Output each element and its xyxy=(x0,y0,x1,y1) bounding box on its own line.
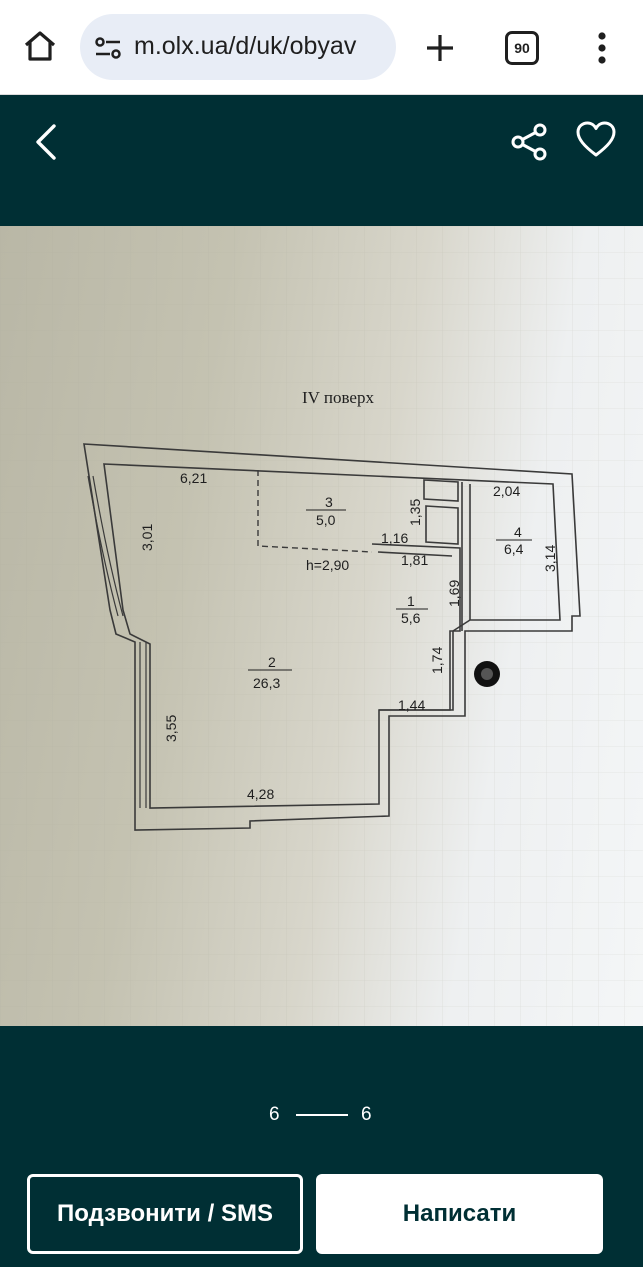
room-number: 3 xyxy=(325,494,333,510)
call-sms-button[interactable]: Подзвонити / SMS xyxy=(27,1174,303,1254)
floor-plan-walls xyxy=(83,443,581,831)
tabs-icon: 90 xyxy=(514,40,530,56)
ceiling-height-label: h=2,90 xyxy=(306,557,349,573)
pager-divider xyxy=(296,1114,348,1116)
dimension-label: 6,21 xyxy=(180,470,207,486)
dimension-label: 1,74 xyxy=(429,647,445,674)
dimension-label: 4,28 xyxy=(247,786,274,802)
floor-label: IV поверх xyxy=(302,388,374,407)
home-button[interactable] xyxy=(20,26,60,66)
room-area: 6,4 xyxy=(504,541,524,557)
tune-icon[interactable] xyxy=(94,36,122,60)
heart-icon xyxy=(576,121,616,157)
home-icon xyxy=(24,31,56,61)
listing-photo[interactable]: IV поверх 6,21 3,01 1,35 1,16 1,81 2,04 … xyxy=(0,226,643,1026)
room-number: 2 xyxy=(268,654,276,670)
favorite-button[interactable] xyxy=(574,120,618,160)
share-icon xyxy=(511,123,547,161)
share-button[interactable] xyxy=(508,122,550,162)
back-button[interactable] xyxy=(28,122,68,162)
room-area: 26,3 xyxy=(253,675,280,691)
pager-current: 6 xyxy=(269,1104,280,1125)
photo-pager: 6 6 xyxy=(0,1100,643,1130)
room-area: 5,0 xyxy=(316,512,336,528)
room-area: 5,6 xyxy=(401,610,421,626)
dimension-label: 2,04 xyxy=(493,483,520,499)
room-number: 1 xyxy=(407,593,415,609)
write-message-button[interactable]: Написати xyxy=(316,1174,603,1254)
dimension-label: 3,01 xyxy=(139,524,155,551)
tabs-button[interactable]: 90 xyxy=(505,31,539,65)
back-icon xyxy=(36,124,56,160)
dimension-label: 1,16 xyxy=(381,530,408,546)
room-number: 4 xyxy=(514,524,522,540)
dimension-label: 1,69 xyxy=(446,580,462,607)
pager-total: 6 xyxy=(361,1104,372,1125)
dimension-label: 1,35 xyxy=(407,499,423,526)
floor-plan: IV поверх 6,21 3,01 1,35 1,16 1,81 2,04 … xyxy=(0,226,643,1026)
dimension-label: 1,81 xyxy=(401,552,428,568)
browser-toolbar: m.olx.ua/d/uk/obyav 90 xyxy=(0,0,643,95)
new-tab-button[interactable] xyxy=(420,28,460,68)
address-bar[interactable]: m.olx.ua/d/uk/obyav xyxy=(80,14,396,80)
dimension-label: 3,55 xyxy=(163,715,179,742)
dimension-label: 1,44 xyxy=(398,697,425,713)
browser-menu-button[interactable] xyxy=(590,28,614,68)
plus-icon xyxy=(427,35,453,61)
dimension-label: 3,14 xyxy=(542,545,558,572)
gallery-header xyxy=(0,96,643,226)
url-text[interactable]: m.olx.ua/d/uk/obyav xyxy=(134,32,357,60)
more-vert-icon xyxy=(598,32,606,64)
